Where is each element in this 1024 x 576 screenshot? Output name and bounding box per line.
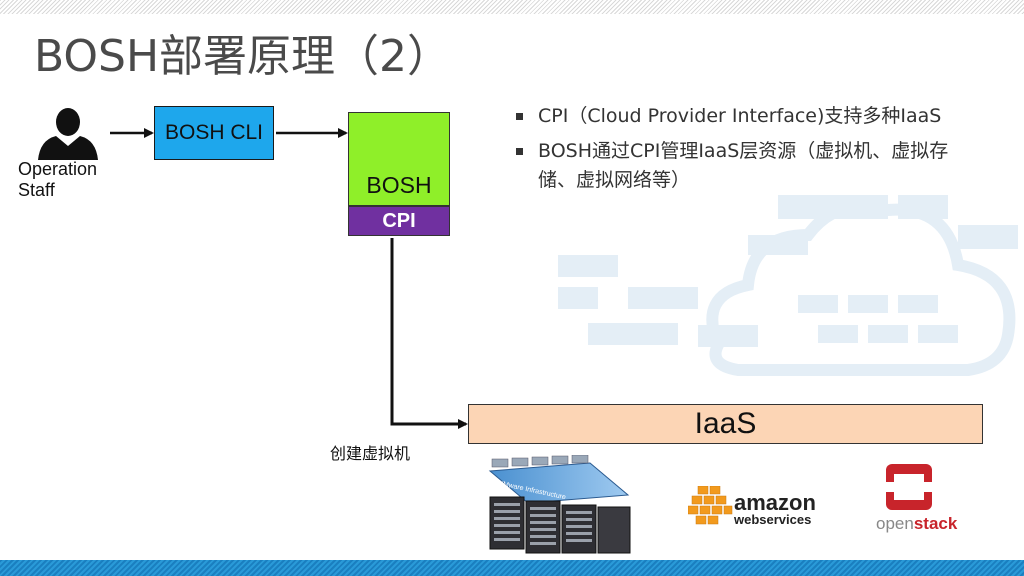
aws-logo-icon: [688, 486, 733, 525]
iaas-node: IaaS: [468, 404, 983, 444]
page-title: BOSH部署原理（2）: [34, 31, 452, 82]
bosh-node: BOSH: [348, 112, 450, 206]
bullet-item: CPI（Cloud Provider Interface)支持多种IaaS: [516, 102, 986, 131]
bullet-marker: [516, 148, 523, 155]
bottom-decorative-band: [0, 560, 1024, 576]
openstack-text-part2: stack: [913, 514, 958, 533]
cloud-background-icon: [558, 195, 1018, 376]
bullet-list: CPI（Cloud Provider Interface)支持多种IaaS BO…: [516, 102, 986, 201]
openstack-logo-icon: [886, 464, 932, 510]
create-vm-label: 创建虚拟机: [330, 444, 411, 463]
bullet-item: BOSH通过CPI管理IaaS层资源（虚拟机、虚拟存储、虚拟网络等）: [516, 137, 986, 195]
openstack-text-part1: open: [876, 514, 914, 533]
operator-label: Operation Staff: [18, 159, 97, 201]
vmware-logo: VMware Infrastructure: [488, 455, 631, 554]
bullet-text: CPI（Cloud Provider Interface)支持多种IaaS: [538, 105, 942, 127]
cpi-node: CPI: [348, 206, 450, 236]
person-icon: [38, 108, 98, 160]
bullet-text: BOSH通过CPI管理IaaS层资源（虚拟机、虚拟存储、虚拟网络等）: [538, 140, 949, 191]
arrow-cpi-to-iaas: [390, 238, 468, 429]
operator-label-line-1: Operation: [18, 159, 98, 179]
aws-logo-subtext: webservices: [734, 512, 812, 527]
aws-logo-text: amazon: [734, 490, 816, 515]
bullet-marker: [516, 113, 523, 120]
operator-label-line-2: Staff: [18, 180, 55, 200]
openstack-logo-text: openstack: [876, 514, 957, 534]
bosh-cli-node: BOSH CLI: [154, 106, 274, 160]
top-decorative-band: [0, 0, 1024, 14]
